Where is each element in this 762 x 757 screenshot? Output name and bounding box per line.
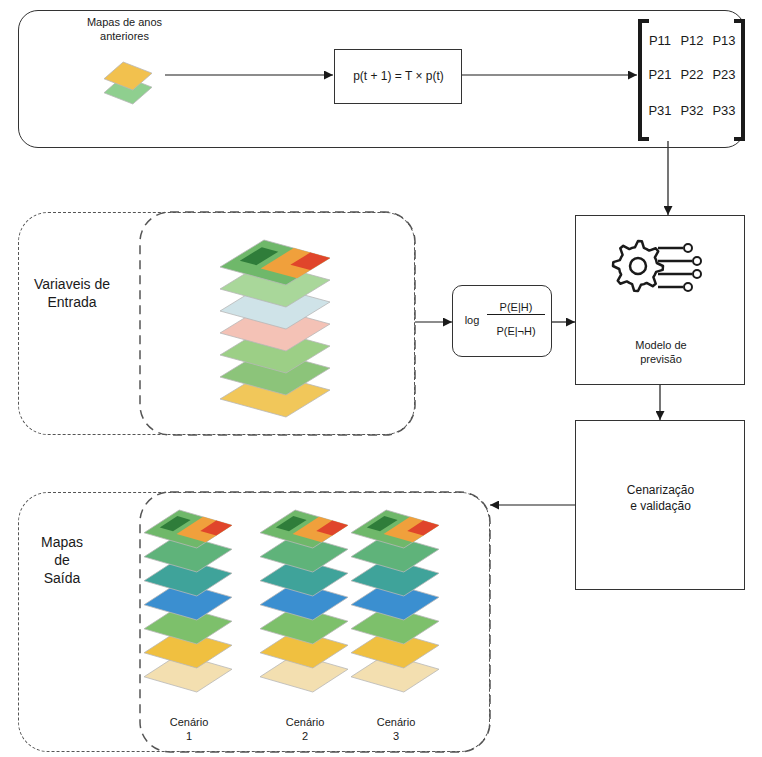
node-label: P22 [677, 67, 707, 84]
node-label: Cenarização e validação [623, 483, 698, 514]
node-label: Cenário 2 [282, 715, 328, 744]
process-box: p(t + 1) = T × p(t) [334, 49, 462, 104]
layer-stacks [104, 62, 439, 692]
terrain-patch [276, 516, 307, 531]
map-layer [104, 62, 152, 90]
gear-icon [613, 241, 701, 291]
flow-arrow [462, 74, 637, 75]
inner-dashed-frame [140, 492, 490, 752]
gear-outline [613, 241, 663, 291]
terrain-patch [160, 516, 191, 531]
model-box: Modelo de previsão [575, 215, 745, 385]
map-layer [351, 510, 439, 548]
process-box: Cenarização e validação [575, 420, 745, 590]
map-layer [260, 510, 348, 548]
node-label: log [459, 313, 485, 327]
node-label: p(t + 1) = T × p(t) [339, 69, 458, 85]
circuit-line [658, 286, 683, 289]
node-label: Cenário 3 [373, 715, 419, 744]
node-label: Mapas de Saída [37, 533, 87, 588]
circuit-node [693, 257, 701, 265]
node-label: P13 [709, 33, 739, 50]
flow-arrow [552, 321, 575, 322]
flow-arrow [659, 385, 660, 420]
gear-hub [630, 258, 646, 274]
node-label: Cenário 1 [166, 715, 212, 744]
circuit-line [658, 260, 692, 263]
node-label: P12 [677, 33, 707, 50]
terrain-patch [316, 521, 348, 536]
node-label: P11 [645, 33, 675, 50]
panel: Mapas de anos anteriores p(t + 1) = T × p… [18, 10, 745, 148]
circuit-line [658, 273, 692, 276]
node-label: P31 [645, 103, 675, 120]
node-label: P(E|¬H) [487, 324, 545, 338]
dashed-panel: Variaveis de Entrada [18, 212, 415, 435]
layer-stack [260, 510, 348, 692]
layer-stack [220, 240, 330, 417]
terrain-patch [200, 521, 232, 536]
terrain-patch [240, 247, 278, 265]
terrain-patch [290, 253, 330, 271]
inner-dashed-frame [140, 212, 415, 435]
node-label: Variaveis de Entrada [33, 275, 111, 311]
circuit-node [684, 244, 692, 252]
layer-stack [351, 510, 439, 692]
circuit-node [693, 270, 701, 278]
terrain-patch [367, 516, 398, 531]
terrain-patch [407, 521, 439, 536]
flow-arrow [415, 321, 452, 322]
formula-box: logP(E|H) P(E|¬H) [452, 285, 552, 357]
dashed-panel: Mapas de SaídaCenário 1 Cenário 2 Cenário … [18, 492, 490, 752]
node-label: P32 [677, 103, 707, 120]
map-layer [220, 240, 330, 285]
layer-stack [104, 62, 152, 104]
circuit-node [684, 283, 692, 291]
node-label: Modelo de previsão [626, 338, 696, 367]
matrix: P11P12P13P21P22P23P31P32P33 [637, 19, 746, 141]
flow-arrow [165, 74, 333, 75]
map-layer [144, 510, 232, 548]
node-label: P(E|H) [487, 300, 545, 315]
flow-arrow [490, 504, 575, 505]
node-label: P33 [709, 103, 739, 120]
flow-arrow [667, 141, 668, 215]
bracket-left [640, 21, 649, 139]
node-label: Mapas de anos anteriores [82, 15, 167, 44]
layer-stack [144, 510, 232, 692]
node-label: P23 [709, 67, 739, 84]
circuit-line [658, 247, 683, 250]
node-label: P21 [645, 67, 675, 84]
